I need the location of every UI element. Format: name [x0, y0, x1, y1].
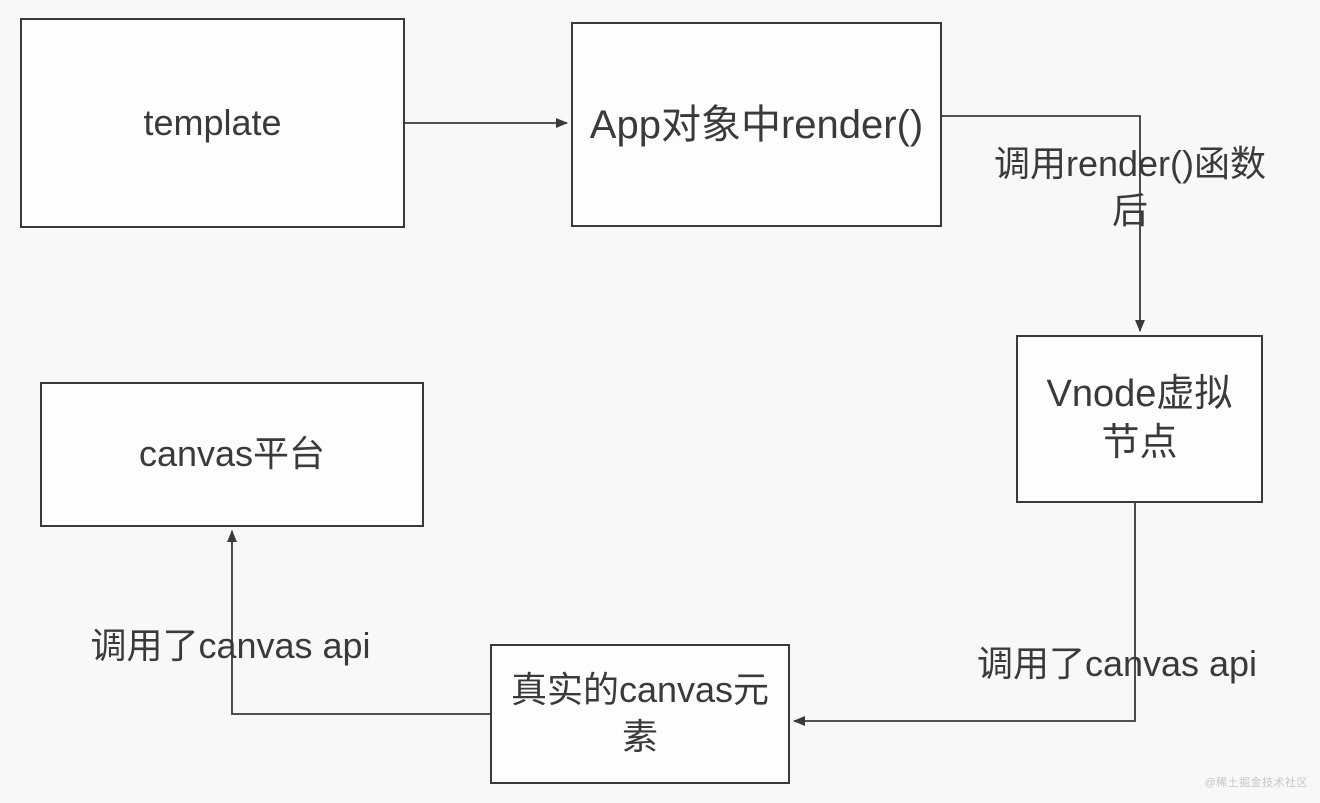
arrow-vnode-to-real-canvas — [793, 503, 1136, 726]
node-template-label: template — [143, 101, 282, 143]
edge-label-call-canvas-api-left: 调用了canvas api — [90, 625, 371, 666]
node-vnode: Vnode虚拟节点 — [1016, 335, 1263, 503]
node-app-render: App对象中render() — [571, 22, 942, 227]
juejin-watermark: @稀土掘金技术社区 — [1204, 777, 1308, 789]
node-vnode-label: Vnode虚拟节点 — [1046, 372, 1233, 464]
node-template: template — [20, 18, 405, 228]
node-real-canvas: 真实的canvas元素 — [490, 644, 790, 784]
node-canvas-platform-label: canvas平台 — [138, 433, 326, 475]
edge-label-call-render-after: 调用render()函数后 — [993, 143, 1267, 231]
node-app-render-label: App对象中render() — [589, 102, 924, 147]
arrow-app-to-vnode — [942, 115, 1145, 332]
node-real-canvas-label: 真实的canvas元素 — [510, 669, 770, 757]
arrow-real-canvas-to-platform — [227, 530, 490, 715]
node-canvas-platform: canvas平台 — [40, 382, 424, 527]
edge-label-call-canvas-api-right: 调用了canvas api — [976, 643, 1258, 684]
